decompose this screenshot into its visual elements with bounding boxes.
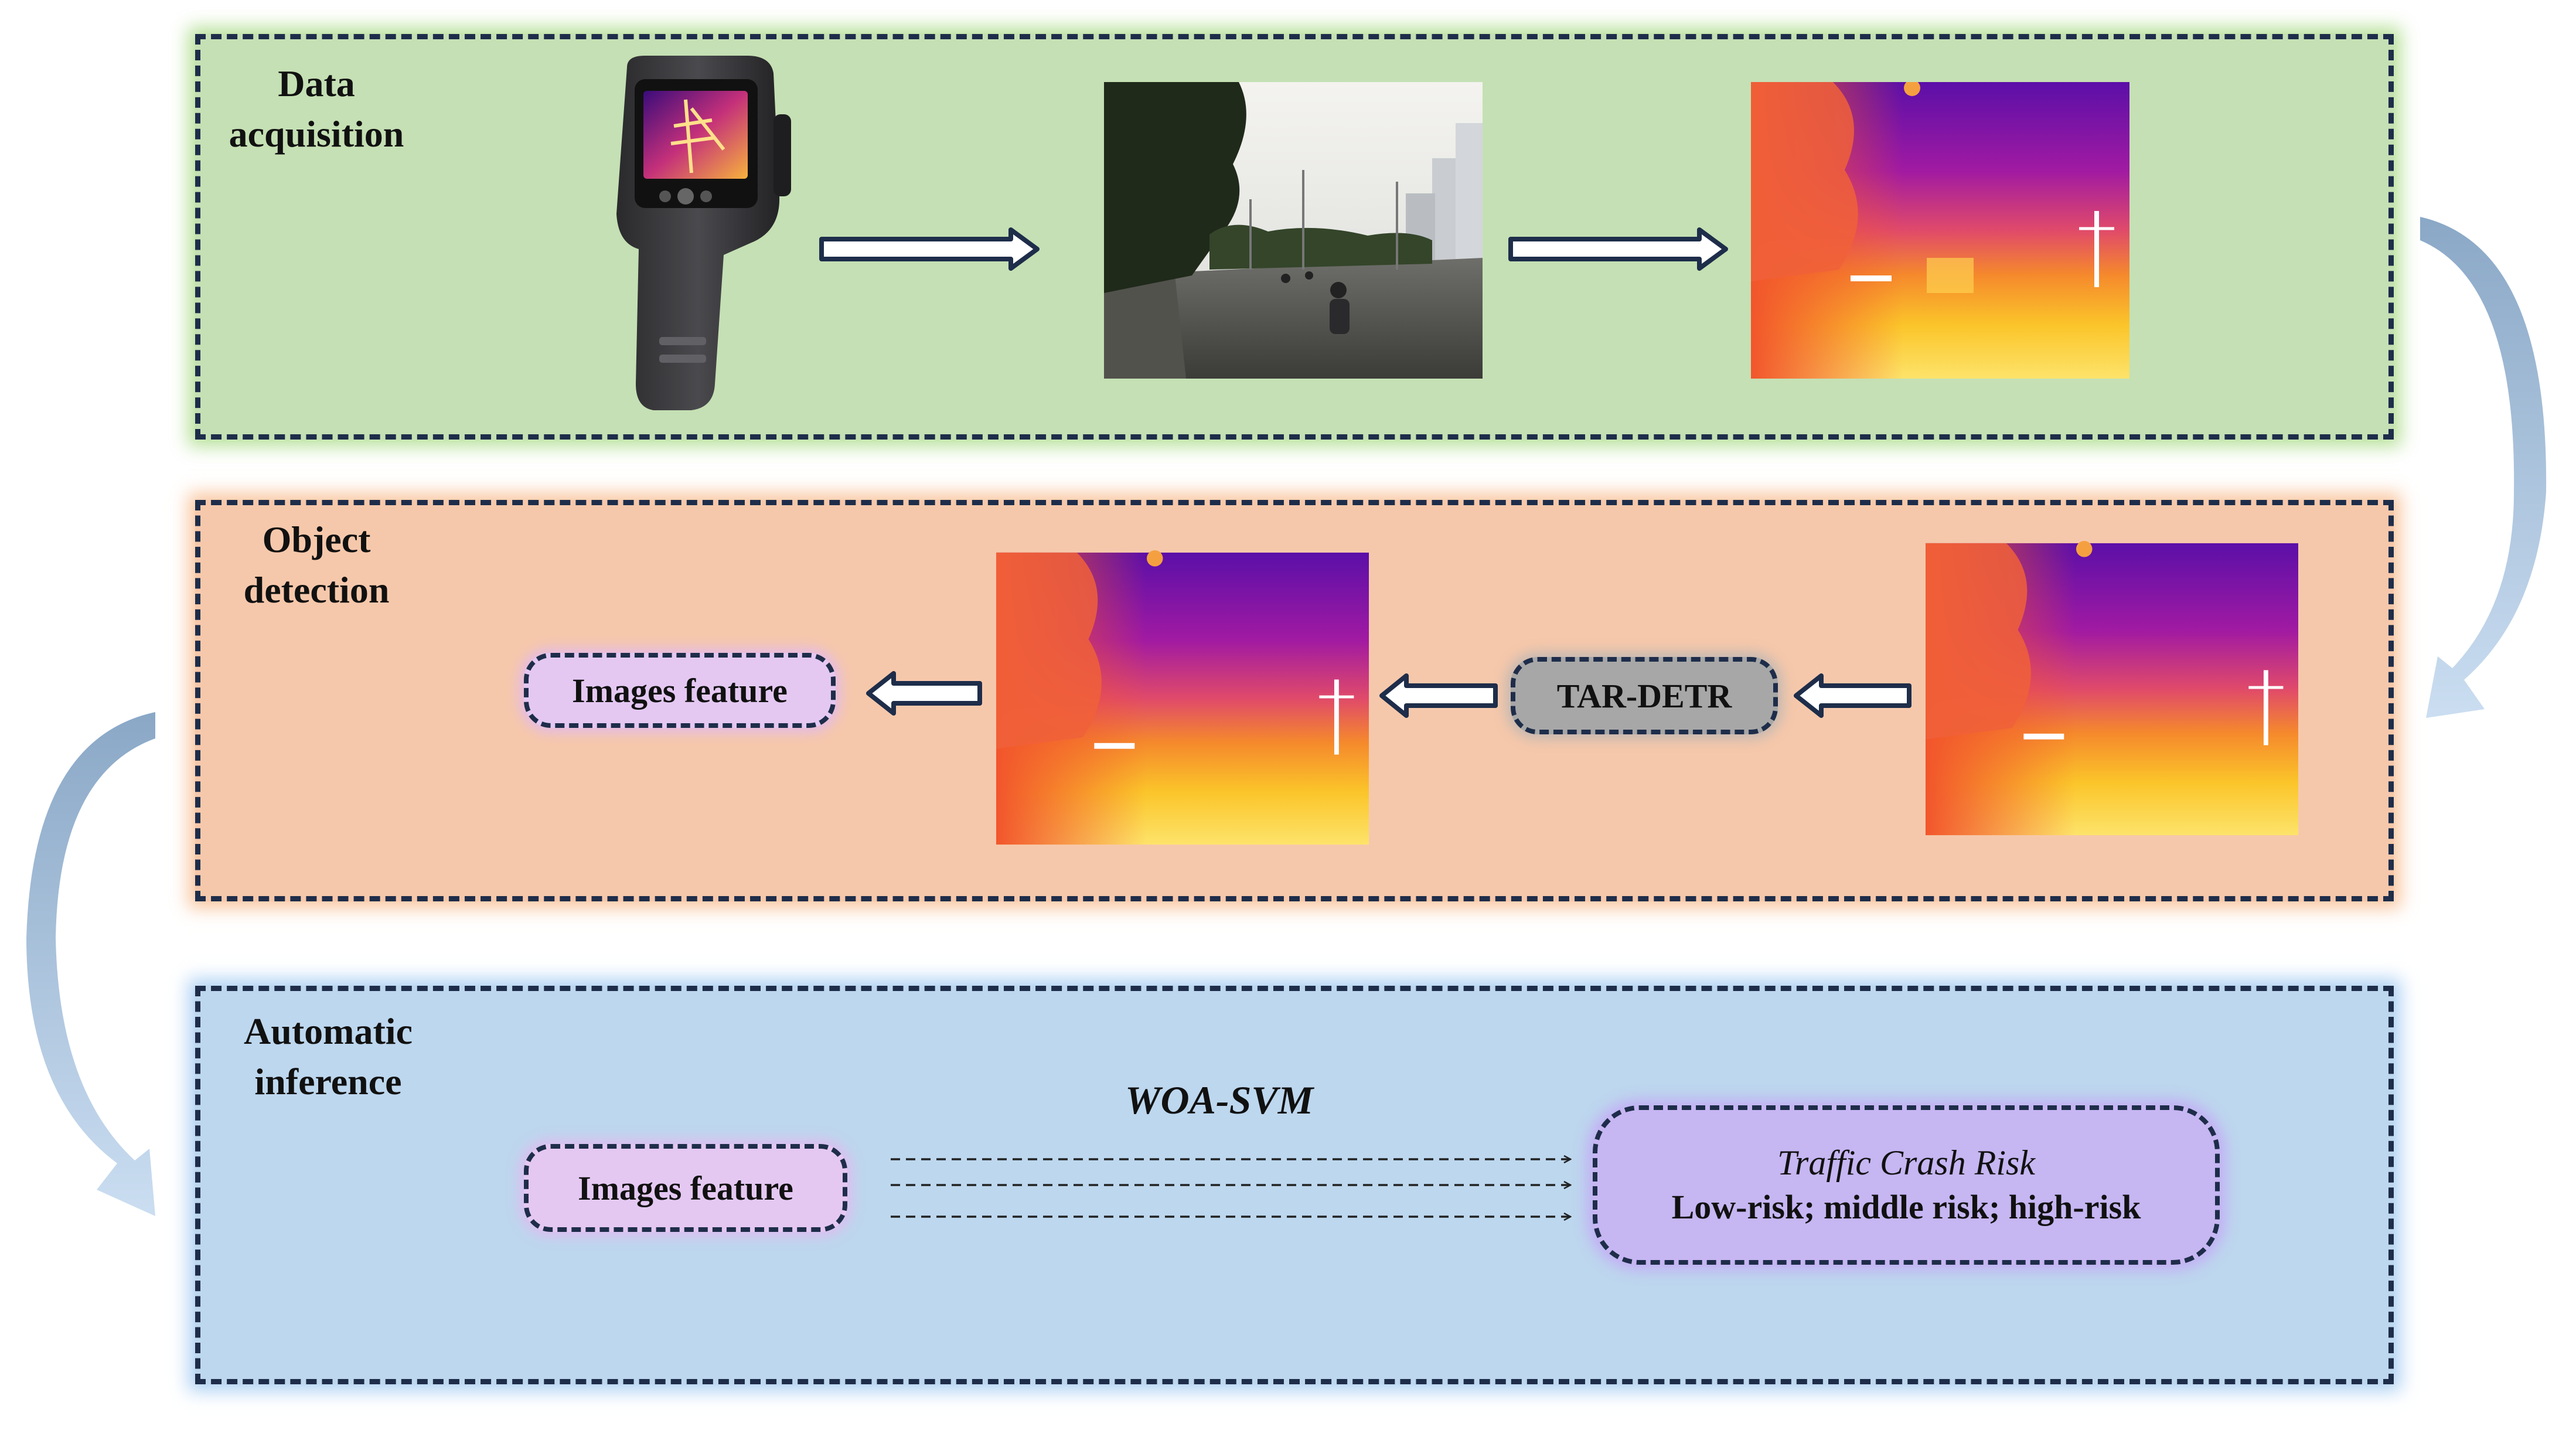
automatic-inference-title-line1: Automatic: [244, 1010, 413, 1052]
risk-levels-text: Low-risk; middle risk; high-risk: [1671, 1188, 2141, 1226]
woa-svm-label: WOA-SVM: [1125, 1078, 1314, 1122]
inference-images-feature-box: Images feature: [524, 1144, 847, 1232]
curved-flow-arrow-right: [2420, 217, 2547, 718]
infrared-road-scene-image: [1751, 82, 2129, 379]
object-detection-title-line2: detection: [243, 569, 390, 611]
object-detection-title: Object detection: [193, 515, 439, 615]
visible-road-scene-image: [1104, 82, 1483, 379]
thermal-camera-image: [616, 56, 791, 410]
detection-output-infrared-image: [996, 550, 1369, 845]
detection-input-infrared-image: [1926, 540, 2298, 836]
traffic-crash-risk-title: Traffic Crash Risk: [1777, 1143, 2036, 1182]
object-detection-title-line1: Object: [262, 519, 371, 560]
tar-detr-model-box: TAR-DETR: [1511, 657, 1778, 734]
detection-images-feature-box: Images feature: [524, 653, 836, 728]
data-acquisition-title: Data acquisition: [193, 59, 439, 159]
data-acquisition-title-line1: Data: [278, 63, 355, 104]
traffic-crash-risk-box: Traffic Crash Risk Low-risk; middle risk…: [1593, 1105, 2220, 1265]
automatic-inference-title-line2: inference: [254, 1061, 402, 1102]
data-acquisition-title-line2: acquisition: [229, 113, 404, 155]
automatic-inference-title: Automatic inference: [205, 1006, 451, 1107]
curved-flow-arrow-left: [26, 712, 155, 1216]
